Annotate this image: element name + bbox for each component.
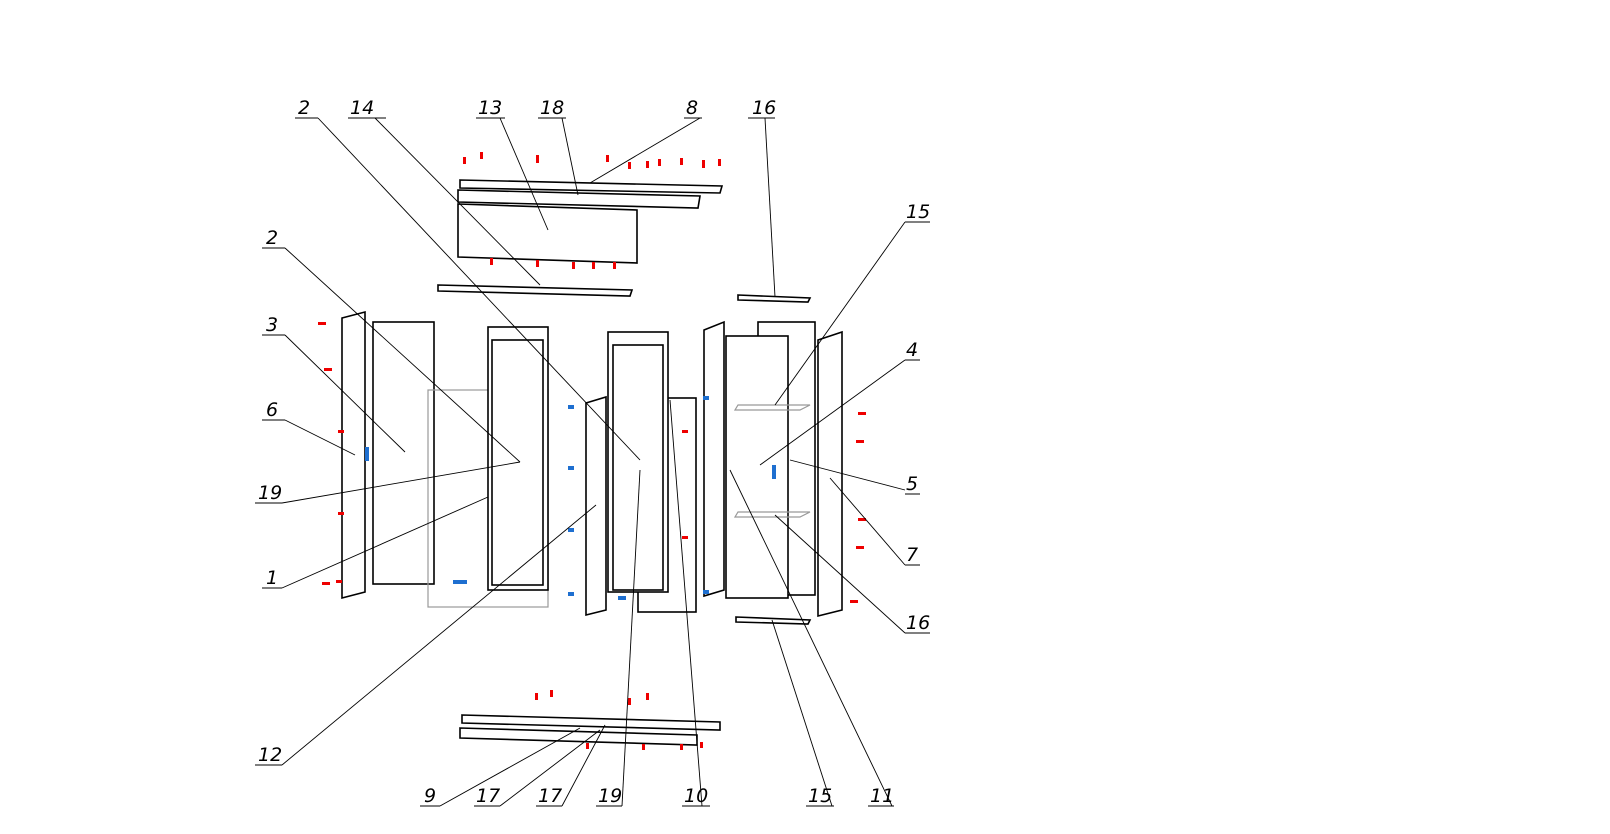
small-shelf-part-15: [735, 616, 812, 625]
callout-left-6: 6: [262, 399, 285, 421]
svg-text:10: 10: [684, 785, 708, 807]
svg-text:12: 12: [258, 744, 282, 766]
svg-text:6: 6: [266, 399, 278, 421]
callout-top-13: 13: [476, 97, 505, 119]
small-shelf-part-16: [737, 294, 812, 303]
svg-text:18: 18: [540, 97, 564, 119]
callout-right-16: 16: [905, 612, 930, 634]
callout-labels: 2 14 13 18 8 16 2 3 6 19 1 12 15 4 5 7 1…: [255, 97, 930, 807]
panel-part-3: [372, 321, 435, 585]
panel-part-4: [725, 335, 789, 599]
callout-bottom-19: 19: [596, 785, 622, 807]
svg-text:19: 19: [598, 785, 622, 807]
svg-text:4: 4: [906, 339, 918, 361]
svg-text:5: 5: [906, 473, 918, 495]
svg-text:15: 15: [808, 785, 832, 807]
fasteners: [318, 152, 866, 750]
top-panel-part-13: [457, 203, 638, 264]
svg-text:2: 2: [298, 97, 310, 119]
svg-text:17: 17: [476, 785, 500, 807]
callout-bottom-11: 11: [868, 785, 894, 807]
callout-right-7: 7: [905, 544, 920, 566]
svg-text:13: 13: [478, 97, 502, 119]
door-part-19-inner: [612, 344, 664, 591]
svg-text:11: 11: [870, 785, 894, 807]
callout-bottom-15: 15: [806, 785, 834, 807]
svg-text:8: 8: [686, 97, 698, 119]
svg-text:9: 9: [424, 785, 436, 807]
callout-left-2: 2: [262, 227, 285, 249]
svg-text:19: 19: [258, 482, 282, 504]
svg-text:16: 16: [906, 612, 930, 634]
bottom-rail-part-17: [459, 727, 698, 746]
callout-left-3: 3: [262, 314, 285, 336]
shelf-part-16a: [733, 511, 811, 518]
side-panel-part-7: [817, 330, 843, 618]
callout-top-2: 2: [295, 97, 318, 119]
panel-part-12: [585, 395, 607, 617]
callout-left-1: 1: [262, 567, 282, 589]
callout-right-5: 5: [905, 473, 920, 495]
bottom-slab-part-9: [461, 714, 721, 731]
callout-right-15: 15: [905, 201, 930, 223]
svg-text:17: 17: [538, 785, 562, 807]
callout-top-18: 18: [538, 97, 566, 119]
callout-top-8: 8: [684, 97, 702, 119]
callout-bottom-17b: 17: [536, 785, 562, 807]
svg-text:1: 1: [266, 567, 278, 589]
callout-right-4: 4: [905, 339, 920, 361]
svg-text:7: 7: [906, 544, 918, 566]
top-rail-part-18: [457, 189, 701, 209]
shelf-part-14: [437, 284, 634, 297]
side-panel-part-6: [341, 310, 366, 600]
panel-part-11: [703, 320, 725, 598]
callout-bottom-17a: 17: [474, 785, 500, 807]
shelf-part-15a: [733, 404, 811, 411]
top-slab-part-8: [459, 179, 724, 194]
callout-bottom-9: 9: [420, 785, 440, 807]
svg-text:2: 2: [266, 227, 278, 249]
callout-left-19: 19: [255, 482, 282, 504]
svg-text:3: 3: [266, 314, 278, 336]
callout-bottom-10: 10: [682, 785, 710, 807]
svg-text:16: 16: [752, 97, 776, 119]
parts: [318, 152, 866, 750]
svg-text:14: 14: [350, 97, 374, 119]
callout-top-14: 14: [348, 97, 386, 119]
leader-lines: [281, 117, 906, 807]
callout-left-12: 12: [255, 744, 282, 766]
svg-text:15: 15: [906, 201, 930, 223]
callout-top-16: 16: [748, 97, 776, 119]
